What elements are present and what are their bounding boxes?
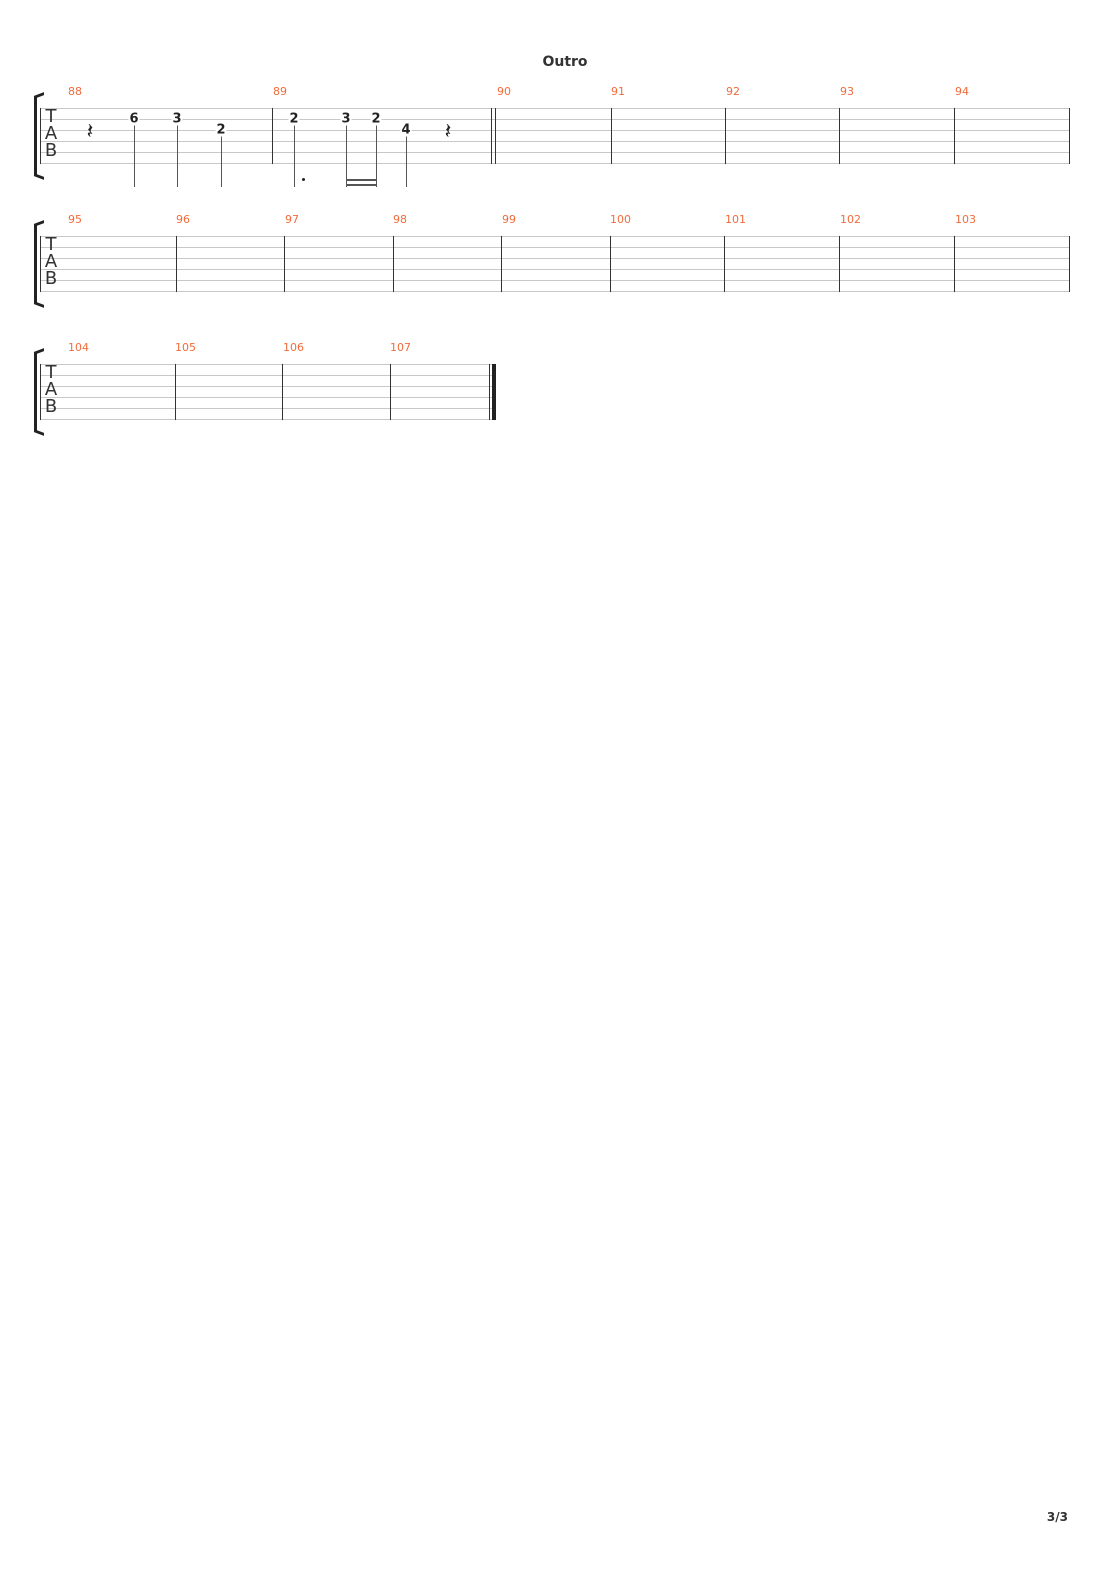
staff-line — [40, 152, 1070, 153]
barline — [272, 108, 273, 164]
measure-number: 104 — [68, 341, 89, 354]
tab-note: 6 — [128, 111, 140, 127]
note-stem — [221, 136, 222, 187]
tab-clef-letter: T — [45, 234, 57, 255]
barline — [501, 236, 502, 292]
measure-number: 101 — [725, 213, 746, 226]
tab-note: 2 — [215, 122, 227, 138]
staff-line — [40, 163, 1070, 164]
measure-number: 102 — [840, 213, 861, 226]
final-barline-thick — [492, 364, 496, 420]
measure-number: 96 — [176, 213, 190, 226]
barline — [282, 364, 283, 420]
measure-number: 100 — [610, 213, 631, 226]
tab-clef-letter: T — [45, 106, 57, 127]
barline — [954, 236, 955, 292]
barline — [954, 108, 955, 164]
note-stem — [346, 125, 347, 187]
barline — [839, 108, 840, 164]
note-stem — [406, 136, 407, 187]
measure-number: 103 — [955, 213, 976, 226]
barline — [390, 364, 391, 420]
double-barline — [495, 108, 496, 164]
tab-clef-letter: A — [44, 123, 58, 144]
section-title: Outro — [542, 54, 588, 70]
measure-number: 88 — [68, 85, 82, 98]
barline — [611, 108, 612, 164]
staff-line — [40, 397, 495, 398]
measure-number: 93 — [840, 85, 854, 98]
beam-16th — [346, 184, 377, 186]
staff-line — [40, 119, 1070, 120]
barline — [393, 236, 394, 292]
staff-line — [40, 258, 1070, 259]
staff-line — [40, 364, 495, 365]
staff-line — [40, 269, 1070, 270]
staff-line — [40, 236, 1070, 237]
staff-line — [40, 108, 1070, 109]
measure-number: 90 — [497, 85, 511, 98]
tab-clef-letter: A — [44, 379, 58, 400]
tab-clef-letter: A — [44, 251, 58, 272]
page-number: 3/3 — [1046, 1510, 1068, 1524]
staff-line — [40, 141, 1070, 142]
staff-line — [40, 247, 1070, 248]
staff-line — [40, 419, 495, 420]
staff-line — [40, 408, 495, 409]
staff-line — [40, 386, 495, 387]
measure-number: 94 — [955, 85, 969, 98]
measure-number: 98 — [393, 213, 407, 226]
barline — [724, 236, 725, 292]
staff-line — [40, 375, 495, 376]
tab-note: 4 — [400, 122, 412, 138]
quarter-rest-icon: 𝄽 — [444, 119, 452, 145]
staff-line — [40, 280, 1070, 281]
measure-number: 99 — [502, 213, 516, 226]
measure-number: 107 — [390, 341, 411, 354]
tab-clef-letter: B — [44, 268, 58, 289]
note-stem — [134, 125, 135, 187]
measure-number: 91 — [611, 85, 625, 98]
barline — [176, 236, 177, 292]
tab-note: 2 — [370, 111, 382, 127]
barline — [839, 236, 840, 292]
note-stem — [376, 125, 377, 187]
measure-number: 92 — [726, 85, 740, 98]
dot — [302, 178, 305, 181]
note-stem — [177, 125, 178, 187]
tab-note: 2 — [288, 111, 300, 127]
measure-number: 106 — [283, 341, 304, 354]
tab-clef-letter: T — [45, 362, 57, 383]
quarter-rest-icon: 𝄽 — [86, 119, 94, 145]
system-bracket — [34, 352, 41, 432]
barline — [284, 236, 285, 292]
measure-number: 89 — [273, 85, 287, 98]
staff-line — [40, 291, 1070, 292]
tab-clef-letter: B — [44, 140, 58, 161]
barline — [1069, 236, 1070, 292]
note-stem — [294, 125, 295, 187]
system-bracket — [34, 224, 41, 304]
barline — [175, 364, 176, 420]
tab-note: 3 — [171, 111, 183, 127]
final-barline-thin — [489, 364, 490, 420]
measure-number: 95 — [68, 213, 82, 226]
tab-clef-letter: B — [44, 396, 58, 417]
barline — [610, 236, 611, 292]
measure-number: 105 — [175, 341, 196, 354]
tab-note: 3 — [340, 111, 352, 127]
barline — [1069, 108, 1070, 164]
system-bracket — [34, 96, 41, 176]
staff-line — [40, 130, 1070, 131]
beam-16th — [346, 179, 377, 181]
barline — [725, 108, 726, 164]
barline — [491, 108, 492, 164]
measure-number: 97 — [285, 213, 299, 226]
